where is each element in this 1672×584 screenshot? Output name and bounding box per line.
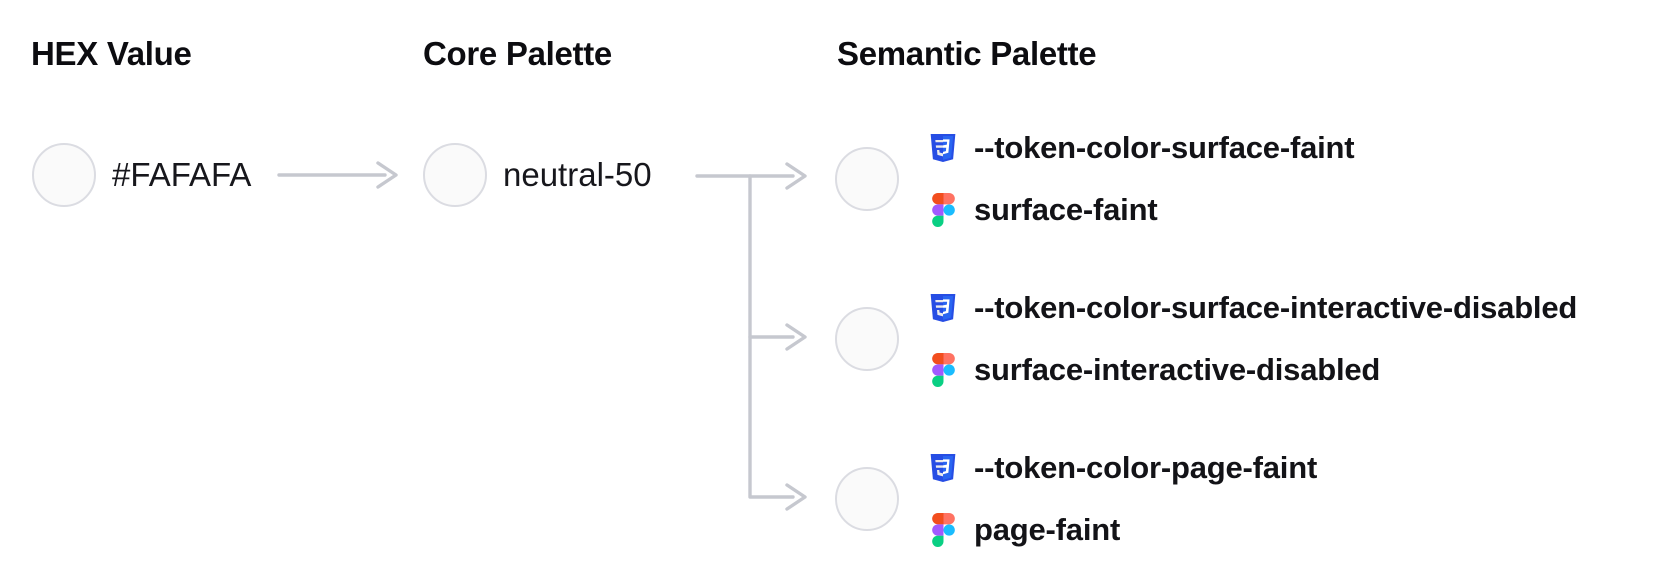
figma-icon xyxy=(926,191,960,229)
css3-icon xyxy=(926,289,960,327)
arrow-core-to-token-2 xyxy=(748,323,807,351)
semantic-token-row-surface-faint: --token-color-surface-faint surface-fain… xyxy=(835,113,1355,245)
arrow-core-to-token-1 xyxy=(695,162,807,190)
hex-color-swatch xyxy=(32,143,96,207)
figma-icon xyxy=(926,511,960,549)
token-labels-group: --token-color-page-faint page-faint xyxy=(926,449,1317,549)
css-variable-line: --token-color-surface-faint xyxy=(926,129,1355,167)
css3-icon xyxy=(926,129,960,167)
figma-token-line: page-faint xyxy=(926,511,1317,549)
hex-value-label: #FAFAFA xyxy=(112,156,252,193)
column-header-core-palette: Core Palette xyxy=(423,35,612,72)
figma-token-line: surface-interactive-disabled xyxy=(926,351,1577,389)
css-variable-label: --token-color-surface-faint xyxy=(974,130,1355,165)
css-variable-line: --token-color-page-faint xyxy=(926,449,1317,487)
figma-token-label: surface-interactive-disabled xyxy=(974,352,1381,387)
branch-trunk xyxy=(748,174,795,499)
semantic-color-swatch xyxy=(835,467,899,531)
figma-token-label: page-faint xyxy=(974,512,1121,547)
css-variable-line: --token-color-surface-interactive-disabl… xyxy=(926,289,1577,327)
arrow-hex-to-core xyxy=(277,161,398,189)
token-labels-group: --token-color-surface-interactive-disabl… xyxy=(926,289,1577,389)
figma-token-line: surface-faint xyxy=(926,191,1354,229)
semantic-color-swatch xyxy=(835,307,899,371)
core-name-label: neutral-50 xyxy=(503,156,652,193)
column-header-hex-value: HEX Value xyxy=(31,35,192,72)
token-labels-group: --token-color-surface-faint surface-fain… xyxy=(926,129,1355,229)
figma-icon xyxy=(926,351,960,389)
column-header-semantic-palette: Semantic Palette xyxy=(837,35,1097,72)
css-variable-label: --token-color-surface-interactive-disabl… xyxy=(974,290,1578,325)
semantic-color-swatch xyxy=(835,147,899,211)
arrowhead-token-3 xyxy=(785,483,807,511)
semantic-token-row-page-faint: --token-color-page-faint page-faint xyxy=(835,433,1317,565)
hex-value-node: #FAFAFA xyxy=(32,143,251,207)
figma-token-label: surface-faint xyxy=(974,192,1158,227)
core-palette-node: neutral-50 xyxy=(423,143,652,207)
css3-icon xyxy=(926,449,960,487)
core-color-swatch xyxy=(423,143,487,207)
semantic-token-row-surface-interactive-disabled: --token-color-surface-interactive-disabl… xyxy=(835,273,1577,405)
css-variable-label: --token-color-page-faint xyxy=(974,450,1318,485)
